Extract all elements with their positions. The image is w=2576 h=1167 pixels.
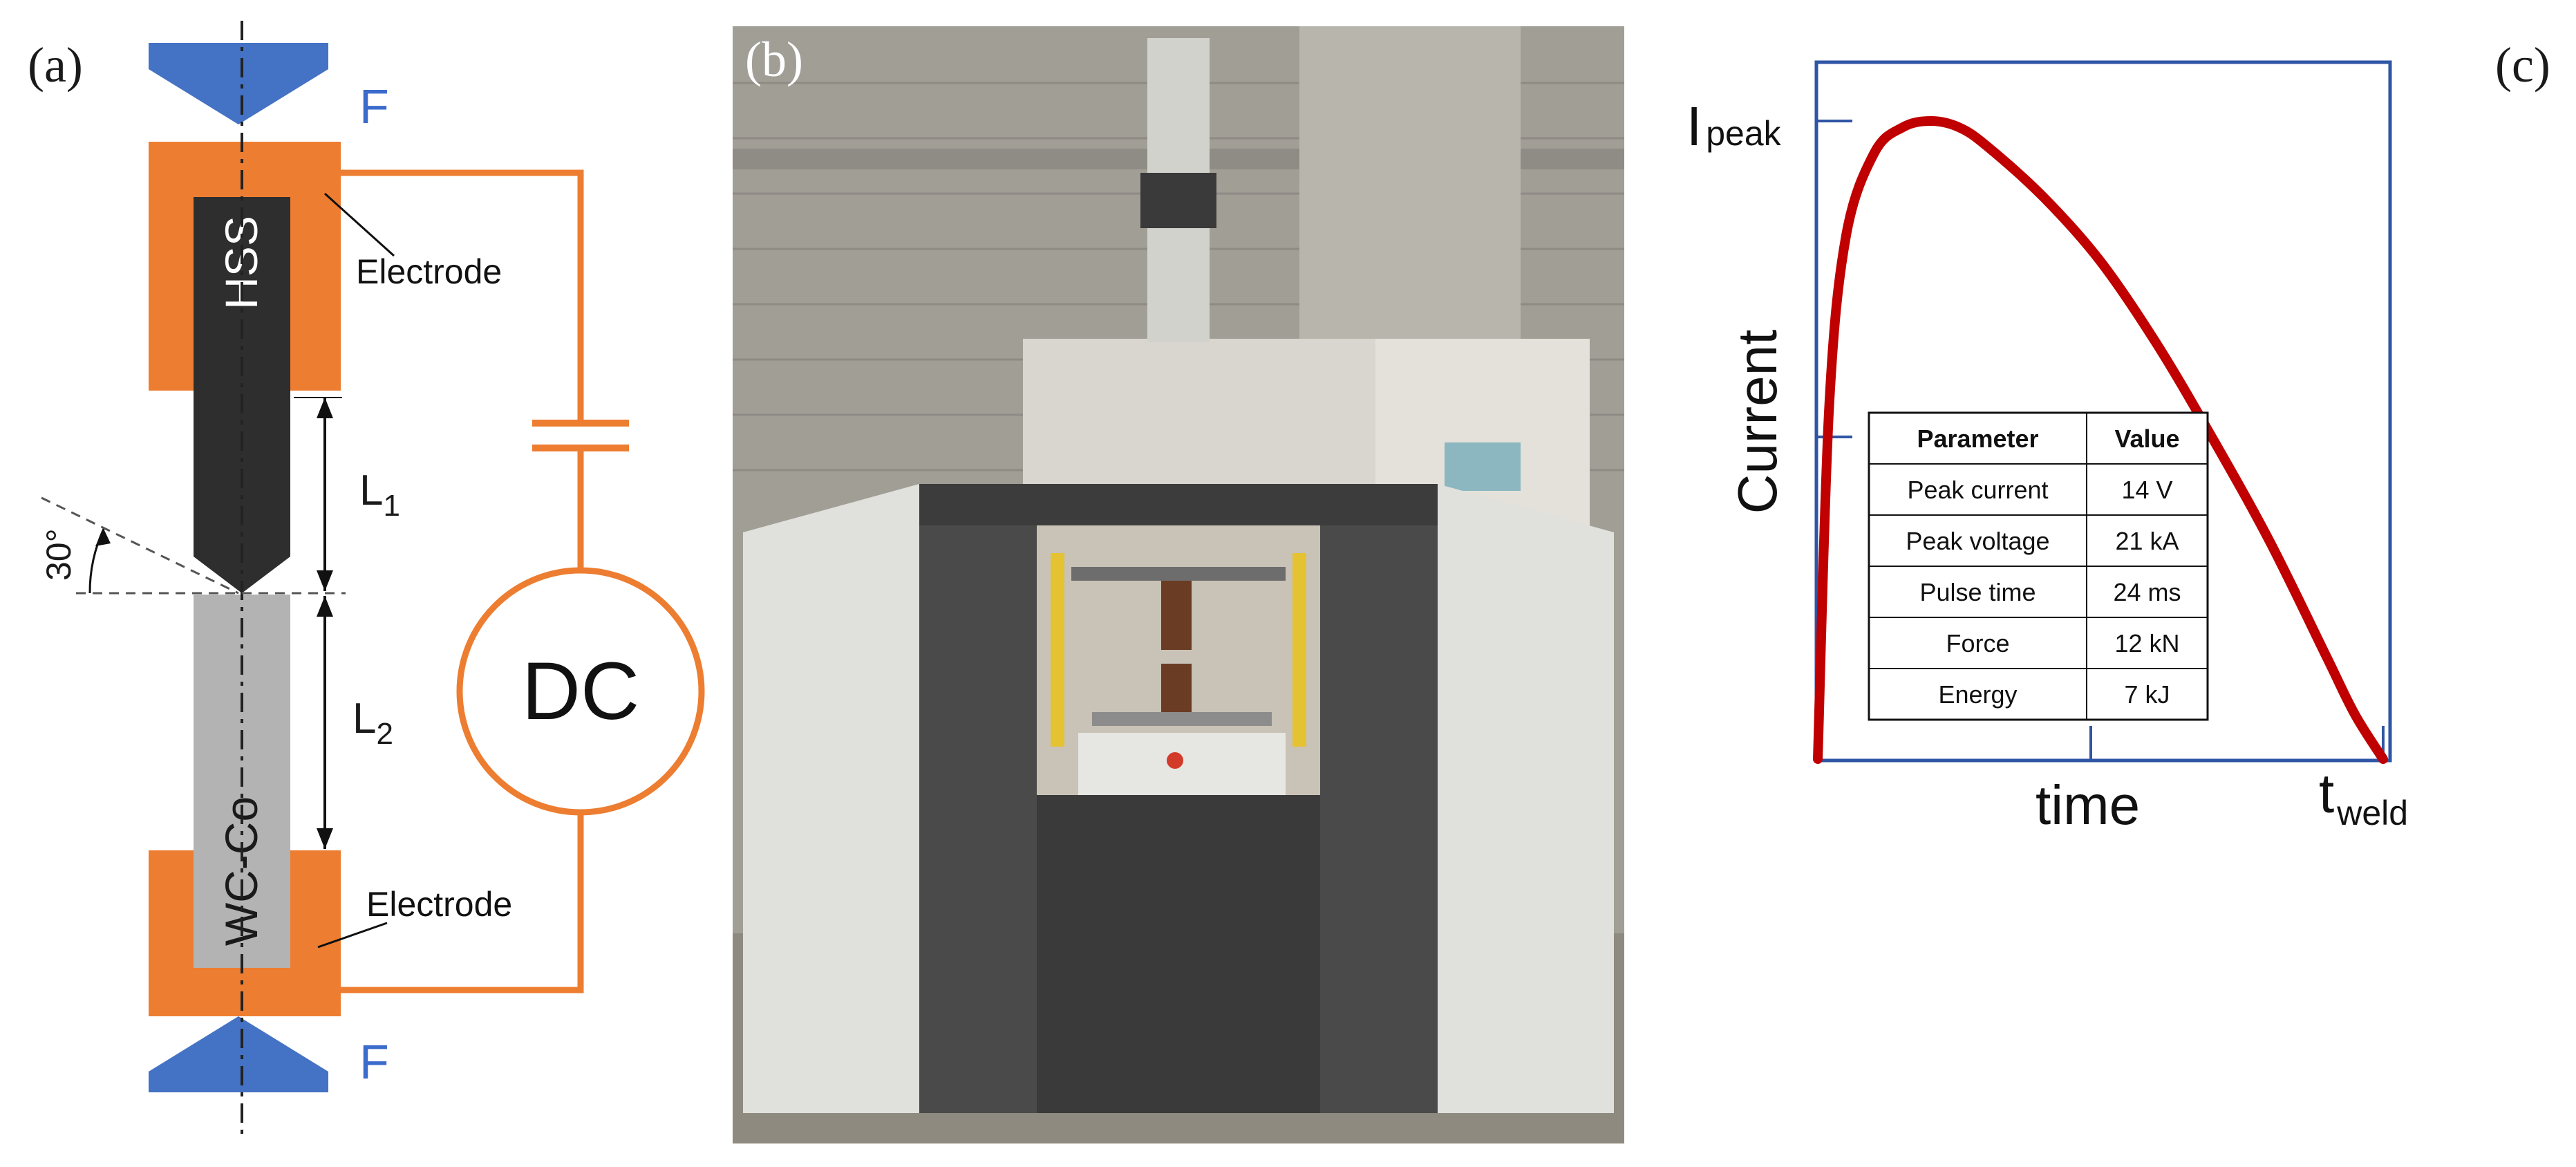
- angle-arrow-icon: [95, 529, 111, 546]
- lower-platen: [1092, 712, 1272, 726]
- panel-b-label: (b): [745, 32, 803, 87]
- l2-label: L2: [352, 695, 393, 751]
- force-arrow-top-icon: [149, 43, 328, 124]
- l2-arrow-bottom-icon: [317, 828, 333, 849]
- right-frame-column: [1320, 484, 1438, 1113]
- table-cell: 7 kJ: [2124, 680, 2170, 709]
- table-cell: Pulse time: [1919, 578, 2036, 606]
- upper-electrode-holder: [1161, 581, 1192, 650]
- panel-a-label: (a): [28, 37, 83, 93]
- display-screen: [1445, 442, 1521, 491]
- l1-arrow-bottom-icon: [317, 570, 333, 591]
- angle-line: [41, 496, 239, 595]
- l1-arrow-top-icon: [317, 398, 333, 418]
- lower-electrode-holder: [1161, 664, 1192, 712]
- force-label-bottom: F: [359, 1035, 389, 1089]
- safety-light-curtain-right: [1292, 553, 1306, 747]
- upper-platen: [1071, 567, 1286, 581]
- electrode-bottom: [149, 850, 341, 1016]
- right-side-panel: [1438, 484, 1614, 1113]
- panel-b: (b): [733, 26, 1624, 1143]
- l1-label: L1: [359, 467, 400, 523]
- table-cell: Energy: [1938, 680, 2017, 709]
- machine-hood: [1037, 360, 1299, 477]
- table-header-cell: Value: [2114, 424, 2179, 453]
- electrode-top-label: Electrode: [356, 252, 502, 291]
- safety-light-curtain-left: [1051, 553, 1064, 747]
- circuit-wire: [341, 169, 584, 422]
- hss-tip: [194, 557, 290, 593]
- x-axis-title: time: [2036, 774, 2140, 836]
- table-cell: Peak current: [1907, 476, 2048, 504]
- angle-label: 30°: [39, 528, 78, 581]
- l2-arrow-top-icon: [317, 596, 333, 617]
- current-curve: [1813, 115, 2388, 764]
- electrode-bottom-leader: [317, 922, 388, 949]
- circuit-wire-bottom: [341, 812, 584, 993]
- y-axis-title: Current: [1727, 330, 1788, 514]
- table-header-cell: Parameter: [1917, 424, 2038, 453]
- table-cell: 21 kA: [2115, 527, 2179, 555]
- base-frame: [1037, 795, 1320, 1113]
- emergency-stop-icon: [1167, 752, 1183, 769]
- left-frame-column: [919, 484, 1037, 1113]
- top-frame-beam: [919, 484, 1438, 525]
- table-cell: 24 ms: [2113, 578, 2181, 606]
- force-arrow-bottom-icon: [149, 1016, 328, 1092]
- table-cell: Force: [1946, 629, 2009, 657]
- force-label-top: F: [359, 80, 389, 133]
- table-cell: 14 V: [2121, 476, 2172, 504]
- panel-a: (a) F HSS WC-Co F Electrode Electrode L1: [28, 21, 705, 1141]
- panel-c-label: (c): [2495, 37, 2550, 93]
- cylinder-clamp: [1140, 173, 1216, 228]
- table-cell: 12 kN: [2114, 629, 2179, 657]
- weld-time-label: tweld: [2319, 763, 2408, 832]
- table-cell: Peak voltage: [1906, 527, 2049, 555]
- electrode-bottom-label: Electrode: [366, 885, 512, 924]
- chart-frame: [1814, 60, 2392, 763]
- dc-label: DC: [522, 646, 639, 737]
- left-side-panel: [743, 484, 919, 1113]
- electrode-top-leader: [323, 192, 395, 257]
